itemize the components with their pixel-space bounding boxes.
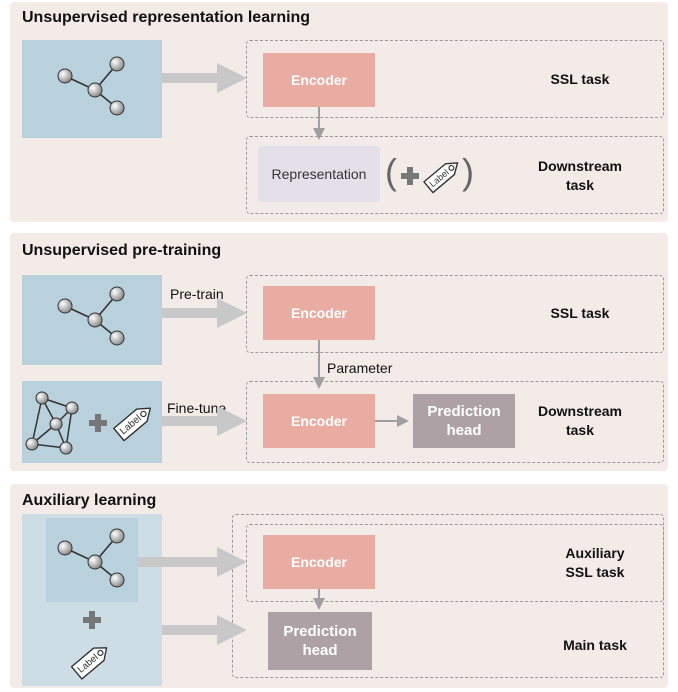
panel3-main-task-region xyxy=(232,514,664,678)
panel1-encoder: Encoder xyxy=(263,53,375,107)
panel1-downstream-task-label: Downstream task xyxy=(537,158,623,193)
panel3-encoder: Encoder xyxy=(263,535,375,589)
panel3-label-tag-icon: Label xyxy=(70,647,108,680)
panel2-ssl-task-label: SSL task xyxy=(550,305,610,321)
panel2-graph-icon xyxy=(25,391,79,455)
panel2-downstream-task-label: Downstream task xyxy=(537,403,623,438)
panel1-open-paren: ( xyxy=(385,151,397,192)
panel2-title: Unsupervised pre-training xyxy=(22,242,222,259)
panel3-plus-icon xyxy=(83,611,101,629)
panel1-downstream-task-region xyxy=(246,136,664,214)
panel1-plus-icon xyxy=(401,167,419,185)
panel1-molecule-icon xyxy=(57,56,125,116)
panel1-title: Unsupervised representation learning xyxy=(22,9,311,26)
panel2-label-tag-icon: Label xyxy=(113,407,152,442)
panel1-representation: Representation xyxy=(258,146,380,202)
panel2-prediction-head: Prediction head xyxy=(413,394,515,448)
panel2-encoder-finetune: Encoder xyxy=(263,394,375,448)
panel3-main-task-label: Main task xyxy=(563,637,627,653)
panel2-plus-icon xyxy=(89,414,107,432)
panel2-parameter-label: Parameter xyxy=(327,360,393,376)
panel2-encoder-pretrain: Encoder xyxy=(263,286,375,340)
panel3-molecule-icon xyxy=(57,528,125,588)
panel1-label-tag-icon: Label xyxy=(423,162,459,194)
panel1-ssl-task-label: SSL task xyxy=(550,71,610,87)
panel1-close-paren: ) xyxy=(462,151,474,192)
panel2-molecule-icon xyxy=(57,286,125,346)
panel3-title: Auxiliary learning xyxy=(22,492,157,509)
panel3-prediction-head: Prediction head xyxy=(268,612,372,670)
panel3-auxiliary-task-label: Auxiliary SSL task xyxy=(565,545,625,580)
panel2-pretrain-label: Pre-train xyxy=(170,286,224,302)
panel2-finetune-label: Fine-tune xyxy=(167,400,227,416)
